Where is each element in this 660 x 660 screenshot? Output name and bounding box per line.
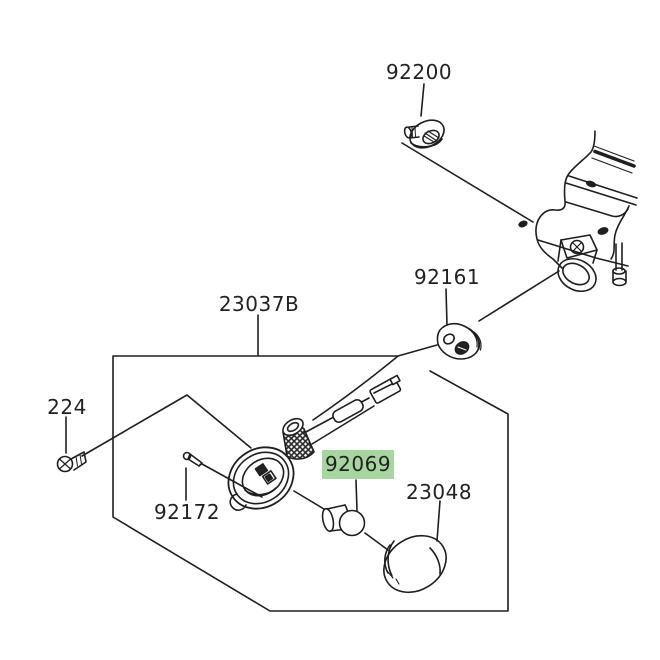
part-label-92161: 92161 bbox=[413, 265, 481, 289]
washer-part-92200 bbox=[403, 119, 445, 149]
bulb-socket bbox=[254, 463, 269, 477]
stalk-sleeve bbox=[332, 398, 364, 424]
part-label-92172: 92172 bbox=[153, 500, 221, 524]
axis-92200-to-frame bbox=[401, 142, 534, 223]
axis-screw-92172 bbox=[201, 463, 263, 498]
leader-23048 bbox=[436, 500, 441, 542]
part-label-23037B: 23037B bbox=[218, 292, 300, 316]
pointer-screw-224 bbox=[81, 394, 252, 457]
lamp-body bbox=[227, 446, 295, 511]
part-label-224: 224 bbox=[47, 395, 87, 419]
lens-part-23048 bbox=[383, 534, 447, 594]
mounting-tab bbox=[229, 493, 247, 511]
axis-bulb-to-lens bbox=[364, 532, 389, 551]
grommet-part-92161 bbox=[436, 322, 482, 360]
wire-connector bbox=[369, 374, 402, 404]
axis-grommet-to-bracket bbox=[478, 270, 560, 322]
group-box-23037B bbox=[112, 355, 509, 612]
screw-part-92172 bbox=[182, 451, 203, 467]
part-label-92069-highlighted[interactable]: 92069 bbox=[322, 450, 394, 479]
leader-92161 bbox=[445, 288, 448, 326]
frame-bracket bbox=[518, 130, 638, 293]
frame-bolt bbox=[612, 242, 627, 287]
leader-92200 bbox=[420, 83, 425, 117]
assembly-axis-lines bbox=[81, 142, 560, 551]
axis-body-to-bulb bbox=[293, 490, 325, 510]
part-label-92200: 92200 bbox=[385, 60, 453, 84]
bulb-part-92069 bbox=[321, 504, 366, 537]
signal-mount-clamp bbox=[557, 234, 598, 293]
leader-92069 bbox=[355, 479, 358, 512]
frame-hole-dot bbox=[518, 220, 528, 228]
axis-stalk-to-grommet bbox=[312, 344, 438, 421]
frame-hole-dot bbox=[597, 227, 609, 235]
part-label-23048: 23048 bbox=[405, 480, 473, 504]
leader-lines bbox=[65, 83, 448, 542]
turn-signal-stalk bbox=[282, 374, 402, 460]
screw-part-224 bbox=[56, 451, 87, 473]
